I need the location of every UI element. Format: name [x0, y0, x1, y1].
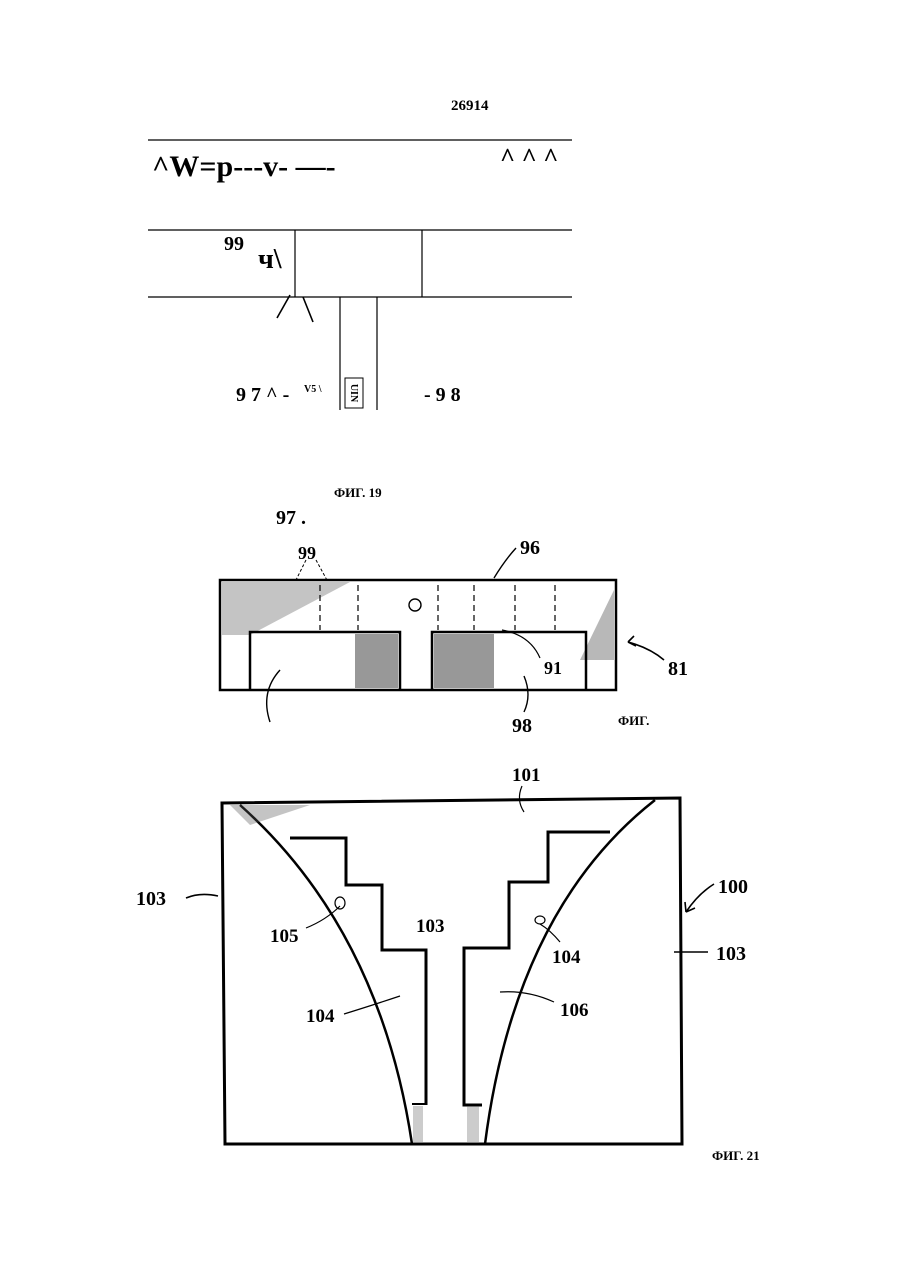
fig19-label-ch: ч\	[258, 244, 283, 275]
fig21-label-104-left: 104	[306, 1006, 335, 1027]
fig21-leader-100	[686, 884, 714, 912]
fig21-label-103-right: 103	[716, 943, 746, 965]
fig19-label-v5: V5 \	[304, 384, 322, 395]
fig20-label-91: 91	[544, 658, 562, 678]
fig21-shade-stem-left	[413, 1106, 423, 1142]
fig21-label-104-right: 104	[552, 947, 581, 968]
fig21-outer-frame	[222, 798, 682, 1144]
fig19-header-left: ^W=p---v- —-	[152, 150, 336, 183]
fig21-label-101: 101	[512, 765, 541, 786]
fig21-label-100: 100	[718, 876, 748, 898]
fig19-caption: ФИГ. 19	[334, 485, 382, 501]
fig19-header-right: ^ ^ ^	[500, 143, 558, 172]
fig19-stem-block: UIN	[345, 378, 363, 408]
figure-19: ^W=p---v- —- ^ ^ ^ 99 ч\ UIN 9 7 ^ - V5 …	[140, 130, 580, 420]
fig21-label-105: 105	[270, 926, 299, 947]
fig20-leader-99	[295, 560, 328, 582]
fig19-label-99: 99	[224, 233, 244, 255]
fig20-caption: ФИГ.	[618, 713, 649, 729]
fig21-label-106: 106	[560, 1000, 589, 1021]
fig21-label-103-center: 103	[416, 916, 445, 937]
fig19-hatch-1	[277, 295, 290, 318]
page-number: 26914	[451, 98, 489, 115]
fig21-caption: ФИГ. 21	[712, 1148, 760, 1164]
fig21-shade-stem-right	[467, 1106, 479, 1142]
fig20-label-99: 99	[298, 543, 316, 563]
fig19-block-text: UIN	[348, 384, 359, 403]
fig20-leader-96	[494, 548, 516, 578]
fig20-label-97-text: 97 .	[276, 507, 306, 530]
figure-21: 101 100 103 103 103 105 104 104 106	[130, 760, 810, 1190]
fig20-label-81: 81	[668, 658, 688, 680]
fig20-label-98: 98	[512, 715, 532, 737]
fig21-label-103-left: 103	[136, 888, 166, 910]
figure-20: 97 . 99 96 91 81 98	[210, 530, 710, 740]
fig21-leader-103-left	[186, 894, 218, 898]
fig19-label-97: 9 7 ^ -	[236, 384, 289, 406]
fig20-label-96: 96	[520, 537, 540, 559]
fig19-hatch-2	[303, 297, 313, 322]
fig19-label-98: - 9 8	[424, 384, 461, 406]
